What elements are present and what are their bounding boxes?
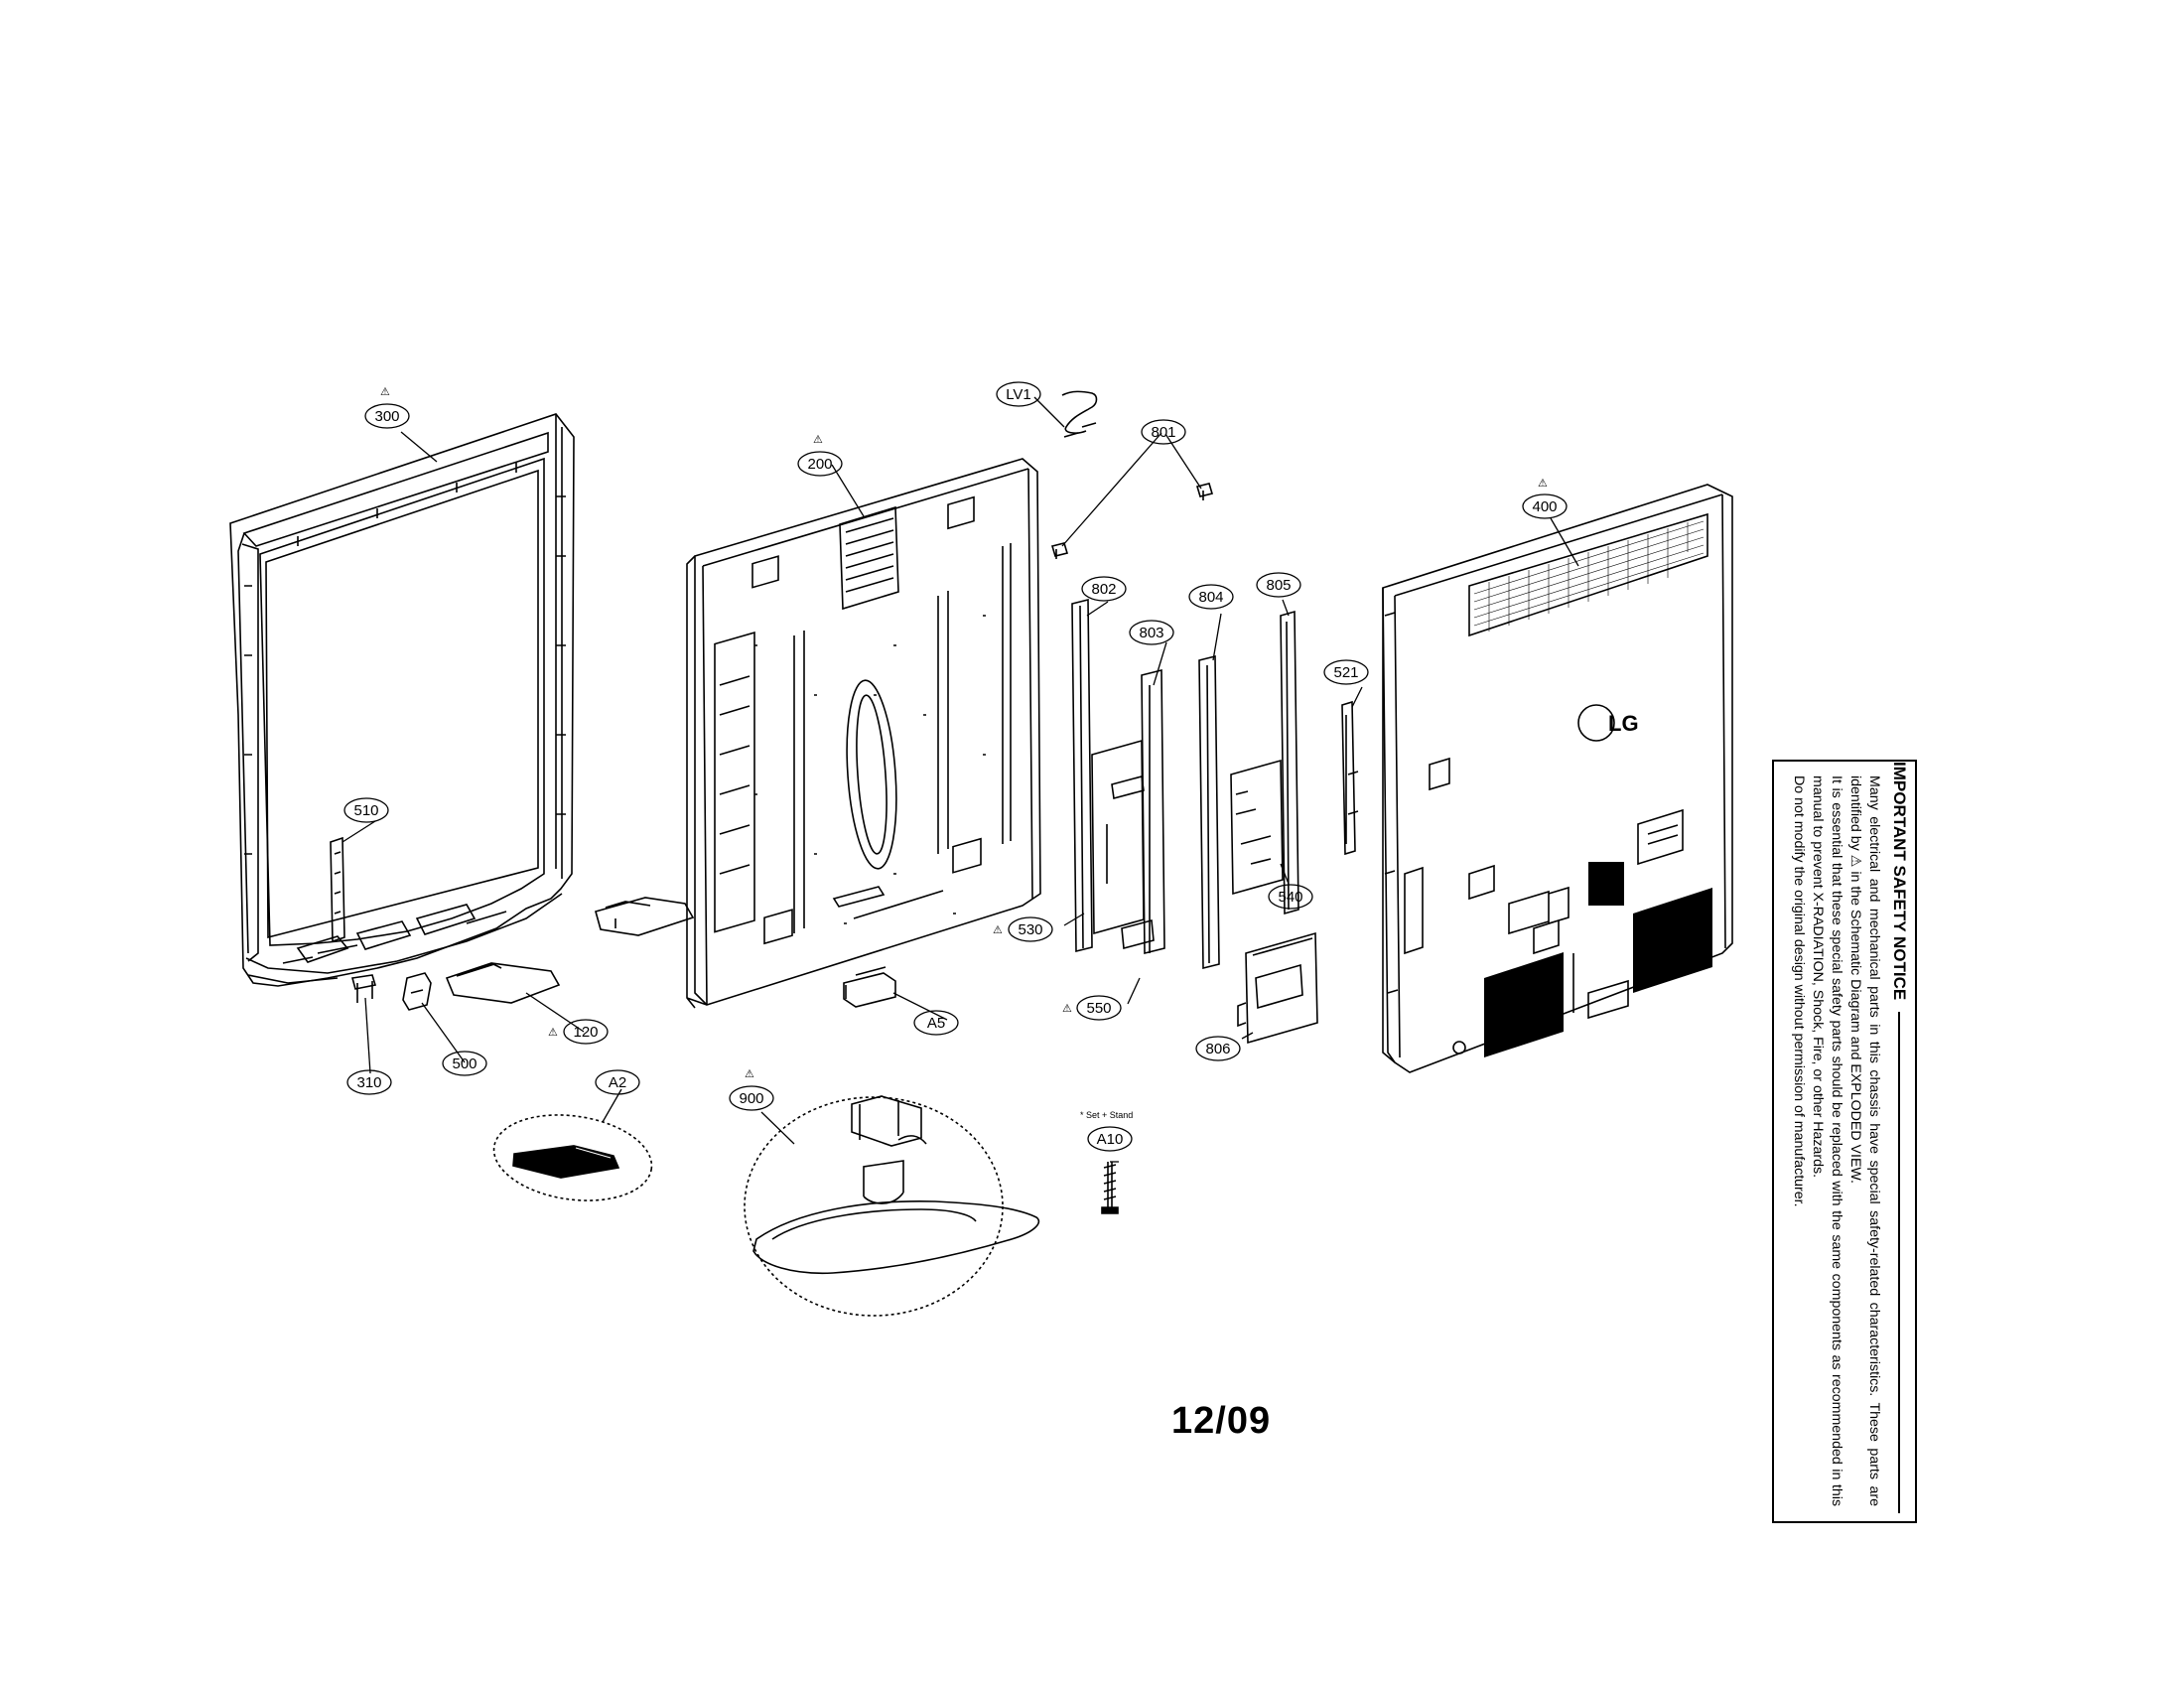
safety-notice-box: IMPORTANT SAFETY NOTICE Many electrical … [1772,760,1917,1523]
part-120-board-drawing [445,897,695,1004]
leader-lines [341,396,1579,1163]
set-stand-note: * Set + Stand [1080,1110,1134,1120]
part-500-drawing [402,972,432,1011]
part-A2-drawing [492,1114,653,1201]
lv1-cable-drawing [1061,390,1098,438]
svg-text:200: 200 [807,456,832,473]
label-300: 300 [364,403,410,429]
label-lv1: LV1 [996,381,1041,407]
label-806: 806 [1195,1036,1241,1061]
warning-icon-120: ⚠ [548,1026,558,1039]
svg-text:A2: A2 [609,1074,626,1091]
part-803-drawing [1091,668,1165,955]
part-801-drawing [1050,483,1214,559]
back-cover-drawing: LG [1382,484,1733,1073]
label-310: 310 [346,1069,392,1095]
svg-text:500: 500 [452,1055,477,1072]
label-510: 510 [343,797,389,823]
svg-text:530: 530 [1018,921,1042,938]
safety-notice-title: IMPORTANT SAFETY NOTICE [1890,762,1909,1001]
part-804-drawing [1198,654,1220,970]
svg-text:802: 802 [1091,581,1116,598]
label-804: 804 [1188,584,1234,610]
stand-900-drawing [744,1095,1040,1317]
front-bezel-frame-drawing [229,413,575,987]
svg-text:550: 550 [1086,1000,1111,1017]
chassis-module-drawing [686,458,1041,1009]
date-code: 12/09 [1171,1400,1272,1442]
label-900: 900 [729,1085,774,1111]
part-521-drawing [1341,700,1359,856]
label-400: 400 [1522,493,1568,519]
svg-text:A5: A5 [927,1015,945,1032]
label-530: 530 [1008,916,1053,942]
svg-text:LV1: LV1 [1006,386,1031,403]
safety-notice-body: Many electrical and mechanical parts in … [1789,775,1883,1506]
warning-icon-200: ⚠ [813,433,823,446]
label-803: 803 [1129,620,1174,645]
svg-text:510: 510 [353,802,378,819]
label-120: 120 [563,1019,609,1045]
svg-text:540: 540 [1278,889,1302,906]
label-805: 805 [1256,572,1301,598]
svg-text:521: 521 [1333,664,1358,681]
safety-notice-line3: Do not modify the original design withou… [1791,775,1807,1207]
svg-text:310: 310 [356,1074,381,1091]
svg-text:805: 805 [1266,577,1291,594]
warning-icon-400: ⚠ [1538,477,1548,490]
label-540: 540 [1268,884,1313,910]
svg-text:900: 900 [739,1090,763,1107]
svg-text:400: 400 [1532,498,1557,515]
label-A5: A5 [913,1010,959,1036]
label-550: 550 [1076,995,1122,1021]
svg-text:804: 804 [1198,589,1223,606]
label-500: 500 [442,1051,487,1076]
warning-icon-550: ⚠ [1062,1002,1072,1015]
safety-notice-line2: It is essential that these special safet… [1810,775,1844,1506]
safety-notice-line1b: in the Schematic Diagram and EXPLODED VI… [1847,871,1863,1184]
svg-text:801: 801 [1151,424,1175,441]
label-A10: A10 [1087,1126,1133,1152]
svg-text:806: 806 [1205,1041,1230,1057]
screw-A10-drawing [1101,1162,1119,1214]
part-805-drawing [1230,610,1299,915]
lg-logo-text: LG [1608,711,1639,736]
label-521: 521 [1323,659,1369,685]
warning-icon-inline: ⚠ [1847,854,1863,868]
part-806-drawing [1237,931,1318,1045]
warning-icon-530: ⚠ [993,923,1003,936]
part-802-drawing [1071,598,1093,953]
svg-text:A10: A10 [1097,1131,1124,1148]
part-A5-drawing [843,966,896,1008]
warning-icon-900: ⚠ [745,1067,754,1080]
svg-text:120: 120 [573,1024,598,1041]
part-310-drawing [350,974,377,1003]
label-A2: A2 [595,1069,640,1095]
label-200: 200 [797,451,843,477]
label-802: 802 [1081,576,1127,602]
label-801: 801 [1141,419,1186,445]
svg-text:300: 300 [374,408,399,425]
svg-text:803: 803 [1139,625,1163,641]
warning-icon-300: ⚠ [380,385,390,398]
